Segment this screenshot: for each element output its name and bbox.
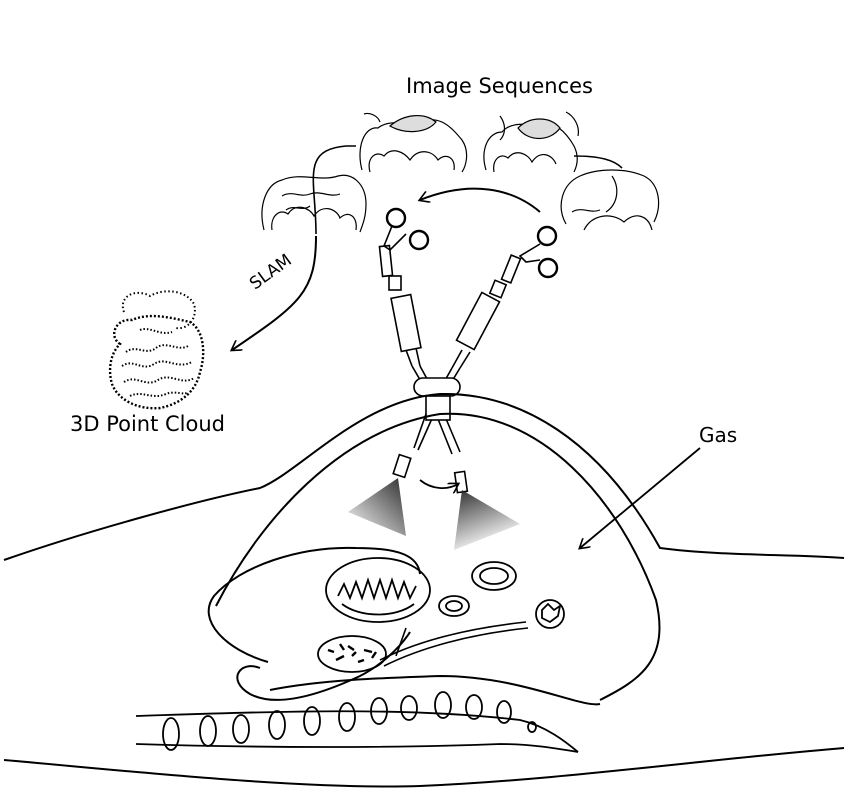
left-light-cone	[348, 478, 406, 536]
sequence-loop-line-right	[573, 155, 623, 169]
peritoneal-cavity	[236, 631, 411, 701]
slam-arrow	[232, 235, 317, 350]
mottled-organ-icon	[317, 635, 387, 673]
intestine-loops	[438, 561, 565, 629]
point-cloud-label: 3D Point Cloud	[70, 412, 226, 436]
intestine-image-icon	[483, 111, 579, 173]
trocar-icon	[413, 377, 461, 421]
intestine-image-icon	[560, 169, 660, 231]
gas-label: Gas	[699, 423, 738, 447]
vessels	[379, 621, 529, 667]
skin-outline	[3, 392, 845, 561]
image-sequences-label: Image Sequences	[406, 74, 593, 98]
abdominal-wall	[215, 412, 661, 701]
right-light-cone	[454, 490, 520, 550]
back-line	[3, 747, 845, 788]
gas-arrow	[580, 447, 701, 548]
sequence-loop-line	[312, 145, 356, 235]
left-laparoscope-icon	[378, 207, 435, 479]
right-laparoscope-icon	[435, 225, 559, 494]
liver-outline	[207, 546, 421, 663]
point-cloud-icon	[108, 290, 205, 410]
scope-motion-arrow	[419, 479, 458, 488]
spine-icon	[135, 691, 579, 753]
intestine-image-icon	[359, 112, 468, 173]
intestine-image-icon	[261, 174, 367, 233]
stomach-icon	[325, 557, 431, 623]
retroperitoneum	[269, 674, 601, 706]
image-sequence-group	[261, 111, 660, 233]
capture-arrow	[420, 187, 541, 213]
body-cross-section	[3, 392, 845, 788]
